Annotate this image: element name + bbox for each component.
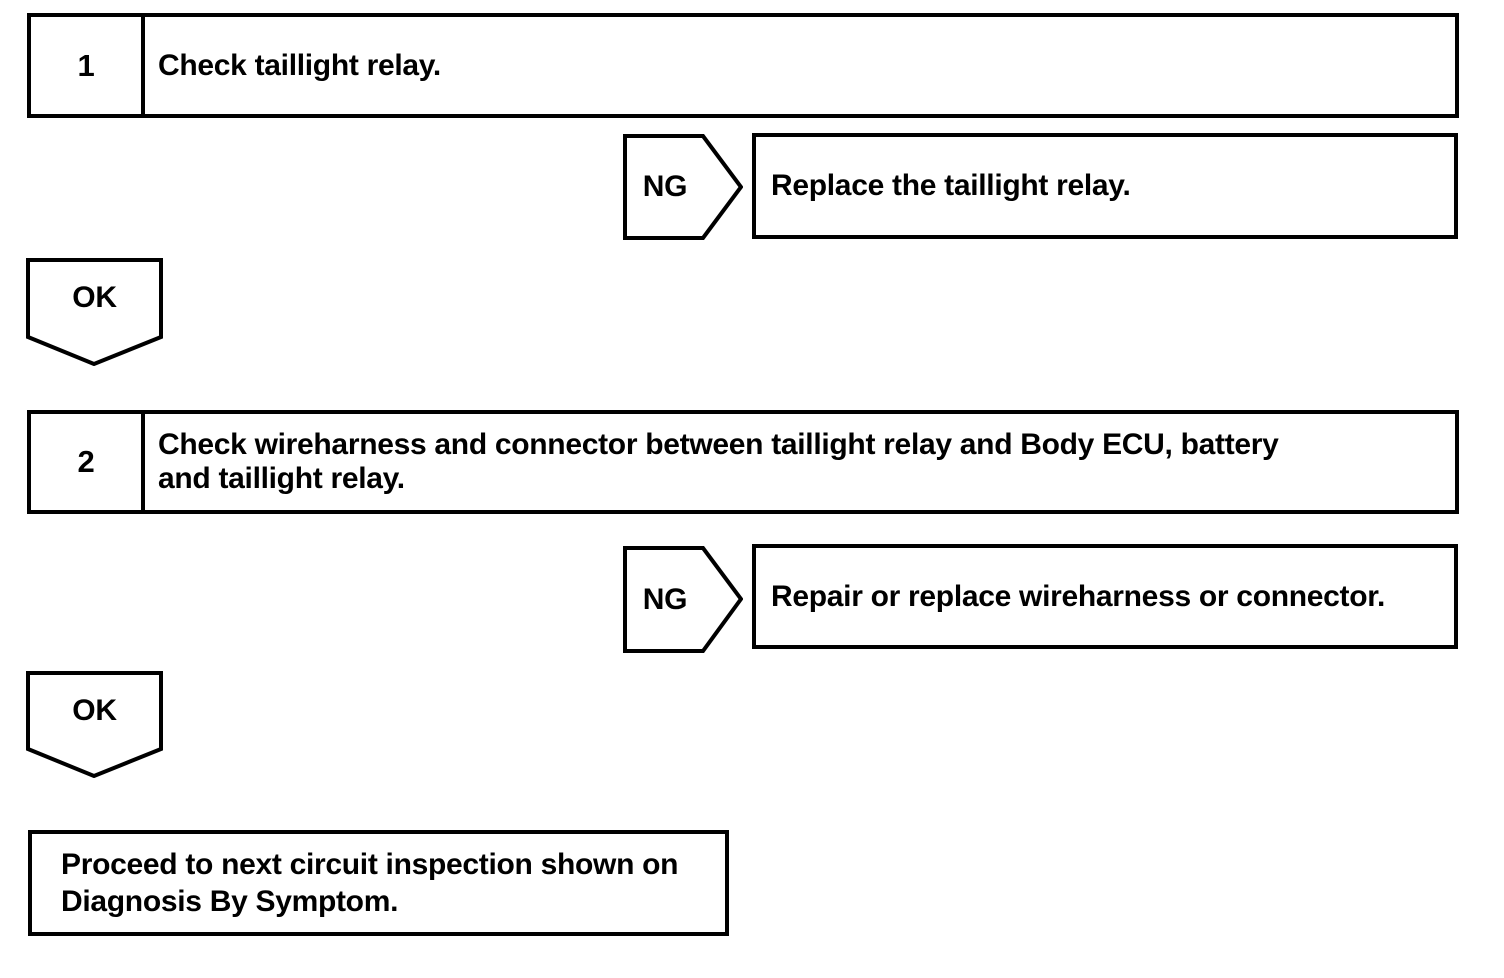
ok-connector-2-label: OK [72, 694, 117, 727]
ok-connector-2: OK [26, 671, 163, 778]
terminal-text-line-1: Proceed to next circuit inspection shown… [61, 848, 679, 881]
ok-arrow-down-icon [26, 258, 163, 366]
ng-action-1-text: Replace the taillight relay. [771, 169, 1131, 202]
terminal-text-line-2: Diagnosis By Symptom. [61, 885, 399, 918]
ng-connector-1: NG [623, 134, 743, 240]
step-1-box: 1 Check taillight relay. [27, 13, 1459, 118]
ok-arrow-down-icon [26, 671, 163, 778]
step-2-instruction-line-2: and taillight relay. [158, 462, 405, 495]
ng-arrow-right-icon [623, 546, 743, 653]
ng-action-2-box: Repair or replace wireharness or connect… [752, 544, 1458, 649]
step-1-instruction-line: Check taillight relay. [158, 48, 441, 82]
terminal-box: Proceed to next circuit inspection shown… [28, 830, 729, 936]
step-2-number: 2 [31, 414, 145, 510]
ng-connector-2-label: NG [642, 582, 688, 616]
step-1-number: 1 [31, 17, 145, 114]
ng-action-1-box: Replace the taillight relay. [752, 133, 1458, 239]
ng-action-2-text: Repair or replace wireharness or connect… [771, 579, 1386, 613]
ng-connector-1-label: NG [642, 170, 688, 203]
step-1-instruction: Check taillight relay. [145, 17, 1455, 114]
step-2-instruction-line-1: Check wireharness and connector between … [158, 428, 1279, 461]
ng-arrow-right-icon [623, 134, 743, 240]
ng-connector-2: NG [623, 546, 743, 653]
ok-connector-1: OK [26, 258, 163, 366]
step-2-box: 2 Check wireharness and connector betwee… [27, 410, 1459, 514]
ok-connector-1-label: OK [72, 281, 117, 314]
step-2-instruction: Check wireharness and connector between … [145, 414, 1455, 510]
